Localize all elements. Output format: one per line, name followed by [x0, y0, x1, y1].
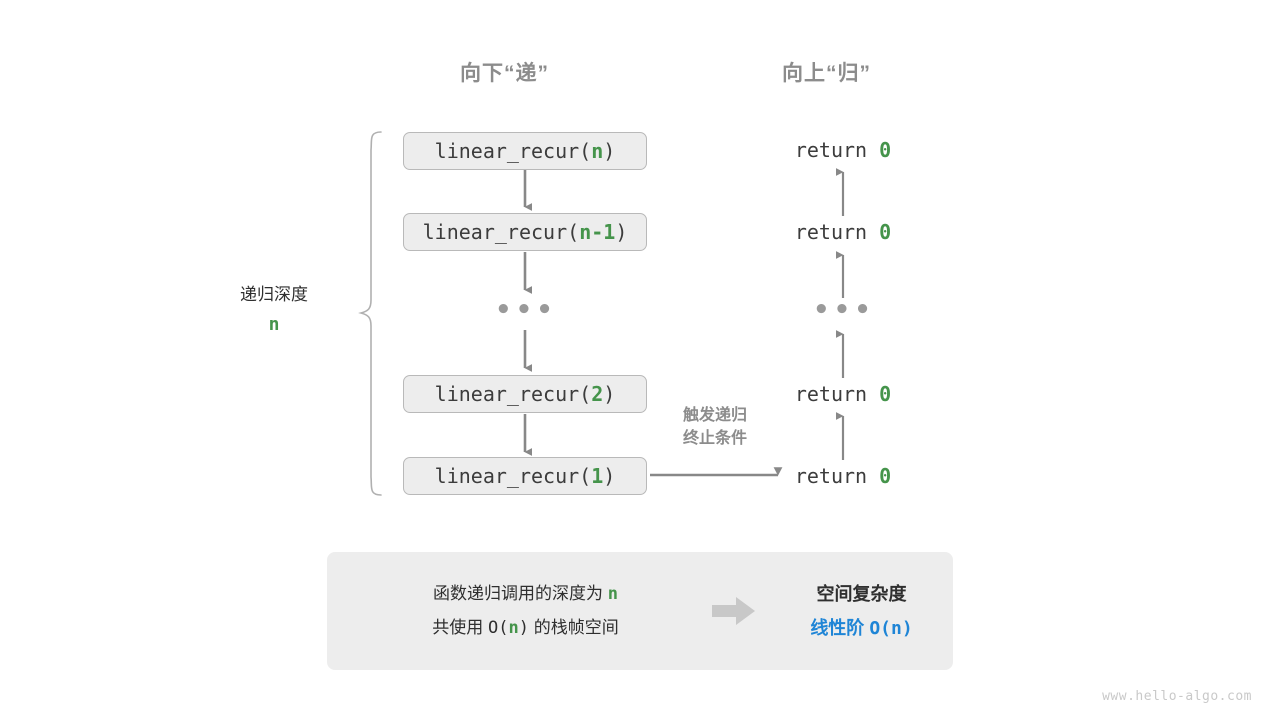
call-ellipsis: ••• [495, 295, 557, 325]
call-close: ) [615, 220, 628, 244]
call-arg: n-1 [579, 220, 616, 244]
return-keyword: return [794, 464, 880, 488]
summary-premise: 函数递归调用的深度为 n 共使用 O(n) 的栈帧空间 [327, 577, 698, 645]
thick-right-arrow-icon [712, 597, 755, 625]
summary-premise-bigo-close: ) [518, 618, 529, 638]
summary-premise-n: n [607, 584, 618, 604]
call-box[interactable]: linear_recur(n) [403, 132, 647, 170]
summary-premise-bigo-n: n [508, 618, 519, 638]
return-statement: return 0 [785, 382, 901, 406]
summary-premise-line2-text: 共使用 [432, 618, 488, 637]
return-value: 0 [879, 464, 892, 488]
base-case-label: 触发递归 终止条件 [655, 404, 775, 450]
return-keyword: return [794, 382, 880, 406]
call-arg: 1 [591, 464, 604, 488]
call-arg: n [591, 139, 604, 163]
summary-premise-line2: 共使用 O(n) 的栈帧空间 [353, 611, 698, 645]
watermark: www.hello-algo.com [1102, 689, 1252, 704]
call-fn: linear_recur( [434, 139, 592, 163]
call-close: ) [603, 382, 616, 406]
call-box[interactable]: linear_recur(2) [403, 375, 647, 413]
return-statement: return 0 [785, 464, 901, 488]
call-close: ) [603, 139, 616, 163]
summary-implies-arrow-icon [698, 596, 770, 626]
column-header-ascend: 向上“归” [782, 62, 871, 85]
call-close: ) [603, 464, 616, 488]
return-statement: return 0 [785, 220, 901, 244]
column-header-descend: 向下“递” [460, 62, 549, 85]
call-box[interactable]: linear_recur(n-1) [403, 213, 647, 251]
return-statement: return 0 [785, 138, 901, 162]
call-fn: linear_recur( [434, 464, 592, 488]
return-keyword: return [794, 138, 880, 162]
base-case-label-line1: 触发递归 [682, 407, 747, 424]
return-keyword: return [794, 220, 880, 244]
call-arg: 2 [591, 382, 604, 406]
summary-premise-bigo-open: O( [488, 618, 509, 638]
base-case-label-line2: 终止条件 [682, 430, 747, 447]
complexity-summary-panel: 函数递归调用的深度为 n 共使用 O(n) 的栈帧空间 空间复杂度 线性阶 O(… [327, 552, 953, 670]
summary-premise-line2-tail: 的栈帧空间 [528, 618, 619, 637]
recursion-depth-value: n [268, 314, 280, 335]
summary-conclusion: 空间复杂度 线性阶 O(n) [770, 577, 953, 646]
depth-brace-icon [358, 131, 382, 496]
recursion-depth-text: 递归深度 [240, 285, 308, 304]
call-fn: linear_recur( [434, 382, 592, 406]
call-box[interactable]: linear_recur(1) [403, 457, 647, 495]
return-value: 0 [879, 138, 892, 162]
summary-conclusion-order: 线性阶 [810, 617, 870, 638]
summary-conclusion-expr: O(n) [869, 617, 913, 639]
summary-conclusion-title: 空间复杂度 [816, 583, 907, 604]
recursion-depth-label: 递归深度 n [196, 282, 352, 338]
call-fn: linear_recur( [422, 220, 580, 244]
return-ellipsis: ••• [813, 295, 875, 325]
return-value: 0 [879, 382, 892, 406]
summary-premise-line1-text: 函数递归调用的深度为 [433, 584, 608, 603]
summary-premise-line1: 函数递归调用的深度为 n [353, 577, 698, 611]
summary-conclusion-value: 线性阶 O(n) [770, 611, 953, 646]
return-value: 0 [879, 220, 892, 244]
